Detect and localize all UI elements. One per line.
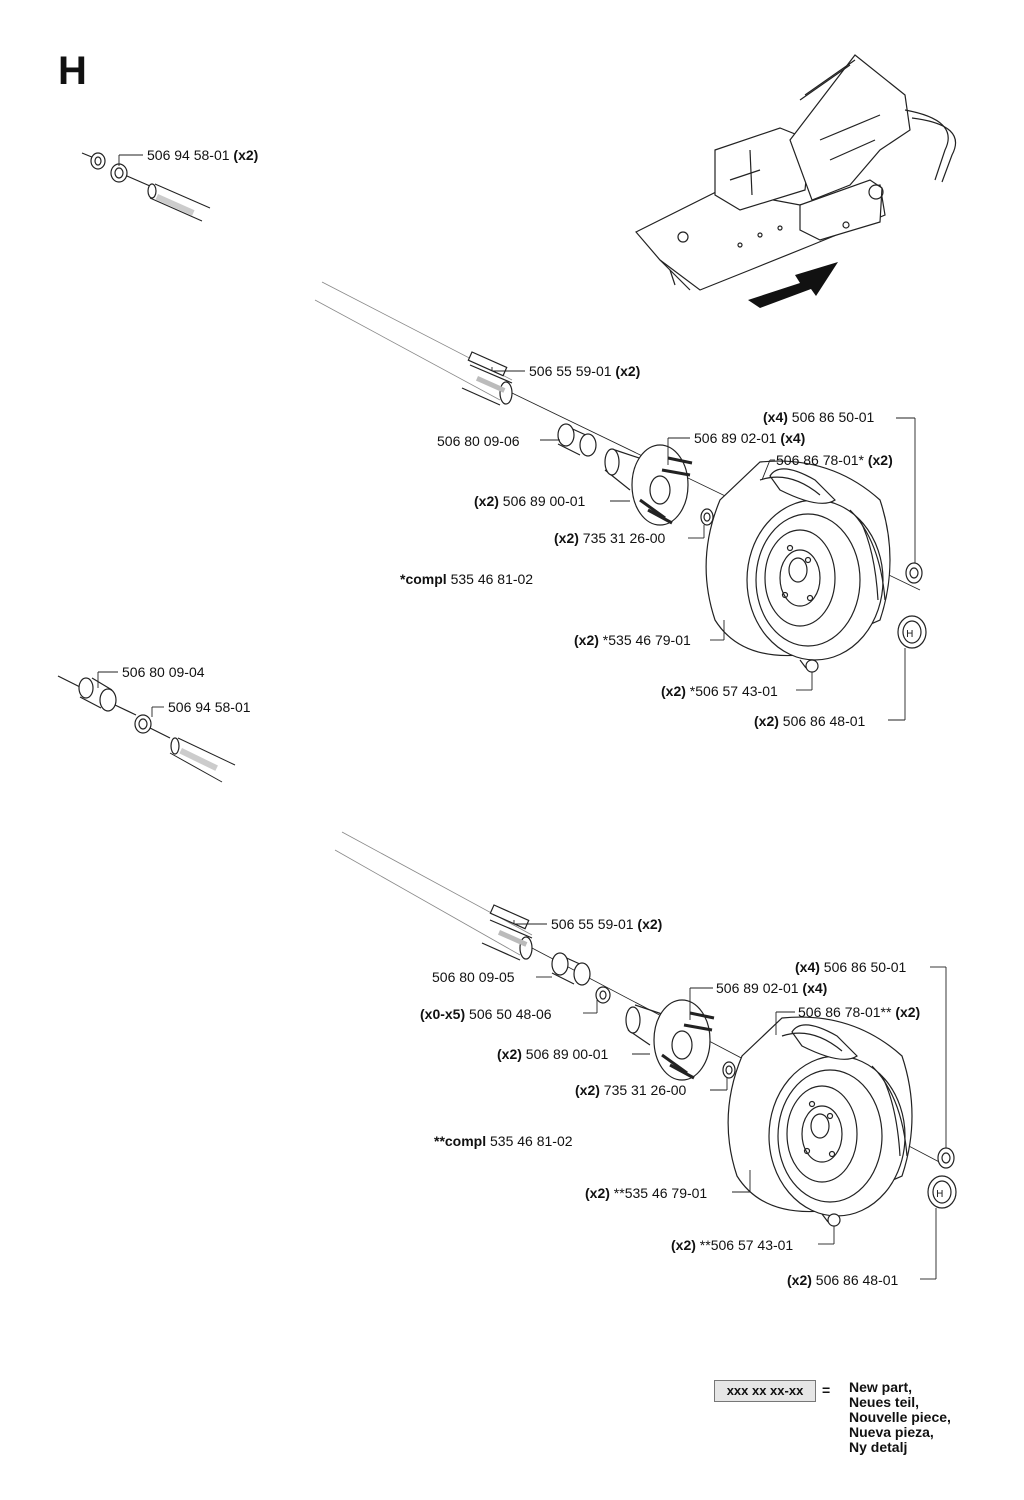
legend-line: Nouvelle piece, — [849, 1409, 951, 1425]
label-lower-key: 506 55 59-01 (x2) — [551, 916, 663, 932]
label-upper-nut: (x4) 506 86 50-01 — [763, 409, 875, 425]
label-lower-spacer: 506 80 09-05 — [432, 969, 515, 985]
middle-axle-end — [57, 671, 236, 783]
label-lower-stud: 506 89 02-01 (x4) — [716, 980, 828, 996]
label-upper-hub: (x2) 506 89 00-01 — [474, 493, 586, 509]
label-upper-key: 506 55 59-01 (x2) — [529, 363, 641, 379]
legend-equals: = — [822, 1382, 831, 1398]
lower-key — [489, 904, 530, 930]
label-upper-rim: (x2) *535 46 79-01 — [574, 632, 691, 648]
upper-clip — [700, 508, 714, 526]
label-upper-washer: 506 94 58-01 (x2) — [147, 147, 259, 163]
label-lower-cap: (x2) 506 86 48-01 — [787, 1272, 899, 1288]
upper-valve — [799, 659, 819, 673]
upper-hub — [604, 444, 693, 526]
label-upper-tire: 506 86 78-01* (x2) — [776, 452, 893, 468]
lower-shim — [595, 986, 611, 1004]
upper-wheel — [705, 460, 891, 661]
label-upper-cap: (x2) 506 86 48-01 — [754, 713, 866, 729]
legend-line: Ny detalj — [849, 1439, 908, 1455]
upper-leader-lines — [118, 154, 916, 721]
upper-left-axle-end — [81, 152, 211, 222]
lower-wheel — [727, 1016, 913, 1217]
label-lower-clip: (x2) 735 31 26-00 — [575, 1082, 687, 1098]
svg-text:H: H — [936, 1189, 944, 1200]
lower-leader-lines — [513, 920, 947, 1280]
tractor-frame-illustration — [635, 54, 957, 291]
lower-hub — [625, 999, 715, 1081]
legend-new-part-box: xxx xx xx-xx — [714, 1380, 816, 1402]
upper-hub-cap: H — [897, 615, 927, 649]
lower-hub-cap: H — [927, 1175, 957, 1209]
label-upper-spacer: 506 80 09-06 — [437, 433, 520, 449]
direction-arrow-icon — [748, 262, 838, 308]
legend-line: Neues teil, — [849, 1394, 920, 1410]
lower-clip — [722, 1061, 736, 1079]
legend-text: New part, Neues teil, Nouvelle piece, Nu… — [849, 1380, 951, 1455]
label-lower-tire: 506 86 78-01** (x2) — [798, 1004, 921, 1020]
label-upper-stud: 506 89 02-01 (x4) — [694, 430, 806, 446]
label-upper-valve: (x2) *506 57 43-01 — [661, 683, 778, 699]
upper-nut — [905, 562, 923, 584]
section-letter: H — [58, 49, 87, 93]
lower-valve — [821, 1213, 841, 1227]
legend-line: Nueva pieza, — [849, 1424, 934, 1440]
label-lower-valve: (x2) **506 57 43-01 — [671, 1237, 794, 1253]
label-lower-hub: (x2) 506 89 00-01 — [497, 1046, 609, 1062]
label-middle-washer: 506 94 58-01 — [168, 699, 251, 715]
label-lower-rim: (x2) **535 46 79-01 — [585, 1185, 708, 1201]
upper-key — [467, 351, 508, 377]
label-lower-nut: (x4) 506 86 50-01 — [795, 959, 907, 975]
legend-line: New part, — [849, 1379, 913, 1395]
label-lower-compl: **compl 535 46 81-02 — [434, 1133, 573, 1149]
svg-text:H: H — [906, 629, 914, 640]
label-upper-compl: *compl 535 46 81-02 — [400, 571, 534, 587]
label-lower-shim: (x0-x5) 506 50 48-06 — [420, 1006, 552, 1022]
lower-spacer — [551, 952, 591, 986]
lower-nut — [937, 1147, 955, 1169]
label-upper-clip: (x2) 735 31 26-00 — [554, 530, 666, 546]
upper-spacer — [557, 423, 597, 457]
label-middle-spacer: 506 80 09-04 — [122, 664, 205, 680]
